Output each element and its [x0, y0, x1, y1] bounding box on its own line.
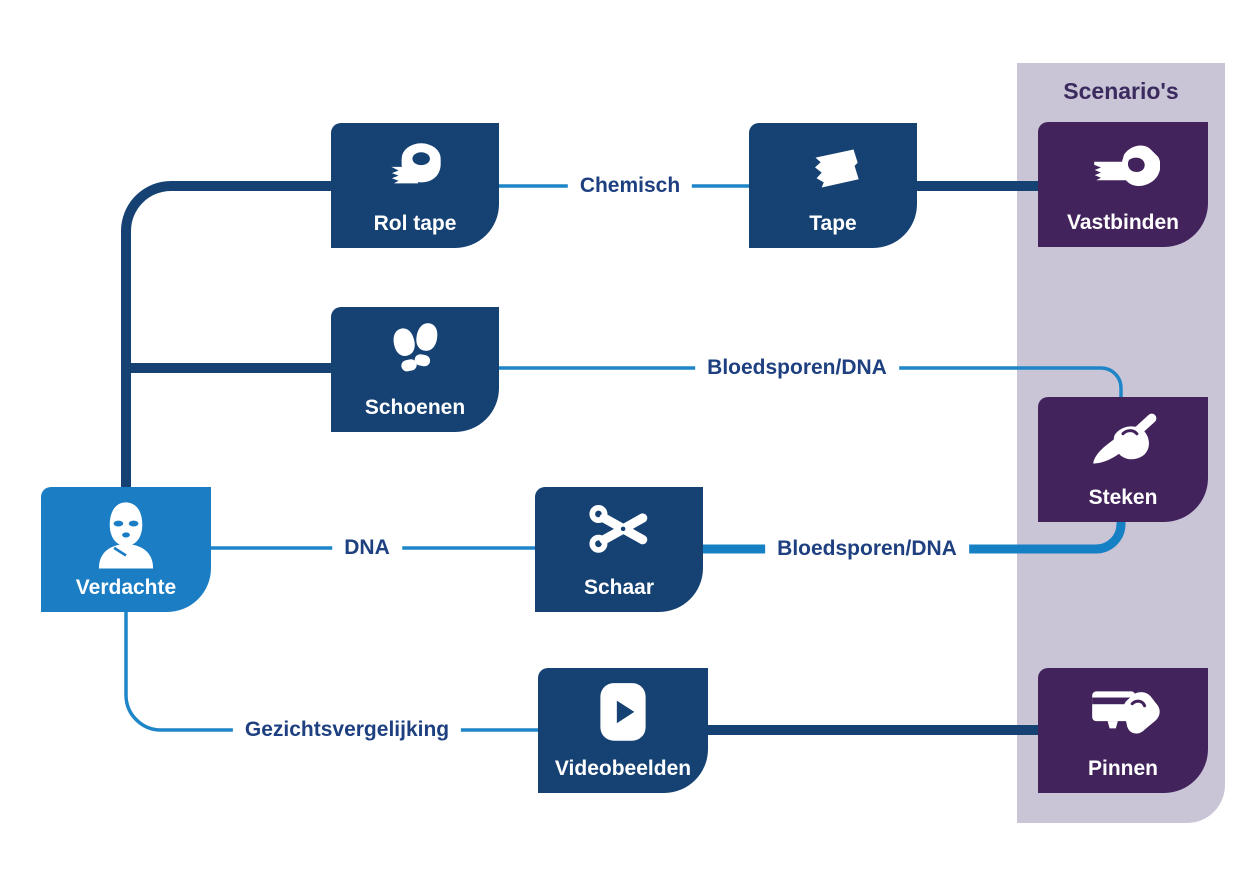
- scenarios-title: Scenario's: [1063, 78, 1179, 104]
- edge-label-bloedsporen-dna-top: Bloedsporen/DNA: [695, 355, 899, 381]
- video-play-icon: [600, 683, 646, 741]
- node-pinnen: Pinnen: [1038, 668, 1208, 793]
- edge-label-bloedsporen-dna-bottom: Bloedsporen/DNA: [765, 536, 969, 562]
- edge-label-chemisch: Chemisch: [567, 173, 693, 199]
- balaclava-person-icon: [98, 502, 154, 569]
- node-label: Vastbinden: [1066, 211, 1180, 234]
- node-tape: Tape: [749, 123, 917, 248]
- node-schoenen: Schoenen: [331, 307, 499, 432]
- hand-holding-knife-icon: [1093, 413, 1157, 464]
- edge-verdachte-roltape: [121, 181, 331, 492]
- node-verdachte: Verdachte: [41, 487, 211, 612]
- node-label: Verdachte: [75, 576, 177, 599]
- node-label: Schaar: [583, 576, 655, 599]
- hand-holding-tape-icon: [1094, 145, 1160, 186]
- footprints-icon: [393, 323, 438, 372]
- scissors-icon: [589, 504, 648, 553]
- node-videobeelden: Videobeelden: [538, 668, 708, 793]
- edge-schaar-steken: [703, 520, 1126, 554]
- tape-roll-icon: [391, 143, 441, 184]
- node-label: Pinnen: [1087, 757, 1158, 780]
- node-rol-tape: Rol tape: [331, 123, 499, 248]
- edge-label-gezichtsvergelijking: Gezichtsvergelijking: [232, 717, 462, 743]
- node-label: Rol tape: [373, 212, 457, 235]
- node-vastbinden: Vastbinden: [1038, 122, 1208, 247]
- node-steken: Steken: [1038, 397, 1208, 522]
- torn-tape-piece-icon: [815, 149, 859, 188]
- node-label: Tape: [809, 212, 857, 235]
- node-label: Schoenen: [364, 396, 466, 419]
- edge-label-dna: DNA: [332, 535, 402, 561]
- edge-verdachte-videobeelden: [124, 608, 538, 732]
- card-payment-hand-icon: [1092, 691, 1160, 734]
- node-label: Videobeelden: [554, 757, 692, 780]
- node-schaar: Schaar: [535, 487, 703, 612]
- edge-schoenen-steken: [499, 366, 1123, 399]
- node-label: Steken: [1088, 486, 1158, 509]
